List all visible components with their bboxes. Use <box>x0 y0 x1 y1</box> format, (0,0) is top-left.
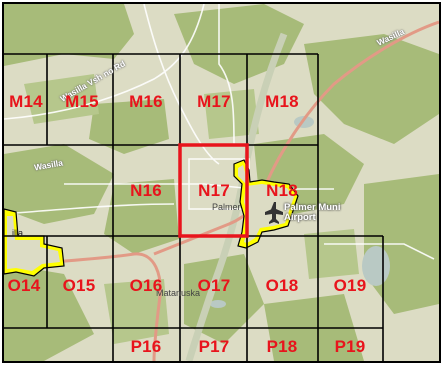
place-label-palmer: Palmer <box>212 202 241 212</box>
grid-cell-p19[interactable]: P19 <box>334 337 366 356</box>
grid-cell-m14[interactable]: M14 <box>9 92 43 111</box>
grid-cell-n17[interactable]: N17 <box>198 181 230 200</box>
airport-label-line1: Palmer Muni <box>284 202 341 213</box>
grid-cell-p18[interactable]: P18 <box>266 337 298 356</box>
grid-cell-m15[interactable]: M15 <box>65 92 99 111</box>
place-label-wasilla-partial: illa <box>12 228 24 238</box>
grid-cell-o19[interactable]: O19 <box>333 276 367 295</box>
place-label-matanuska: Matanuska <box>156 288 201 298</box>
grid-cell-o16[interactable]: O16 <box>129 276 163 295</box>
river <box>185 32 288 361</box>
grid-cell-o14[interactable]: O14 <box>7 276 41 295</box>
grid-cell-m16[interactable]: M16 <box>129 92 163 111</box>
grid-cell-o15[interactable]: O15 <box>62 276 96 295</box>
grid-cell-m18[interactable]: M18 <box>265 92 299 111</box>
airport-label-line2: Airport <box>284 212 316 223</box>
grid-cell-o18[interactable]: O18 <box>265 276 299 295</box>
map-frame: Wasilla Vsh no Rd Wasilla Wasilla Palmer… <box>2 2 441 363</box>
grid-cell-o17[interactable]: O17 <box>197 276 231 295</box>
grid-cell-m17[interactable]: M17 <box>197 92 231 111</box>
grid-cell-p16[interactable]: P16 <box>130 337 162 356</box>
local-roads <box>4 4 435 260</box>
grid-cell-n16[interactable]: N16 <box>130 181 162 200</box>
grid-cell-p17[interactable]: P17 <box>198 337 230 356</box>
grid-cell-n18[interactable]: N18 <box>266 181 298 200</box>
airplane-icon <box>265 202 283 224</box>
selected-cell-outline[interactable] <box>178 143 249 238</box>
map-canvas[interactable] <box>4 4 439 361</box>
